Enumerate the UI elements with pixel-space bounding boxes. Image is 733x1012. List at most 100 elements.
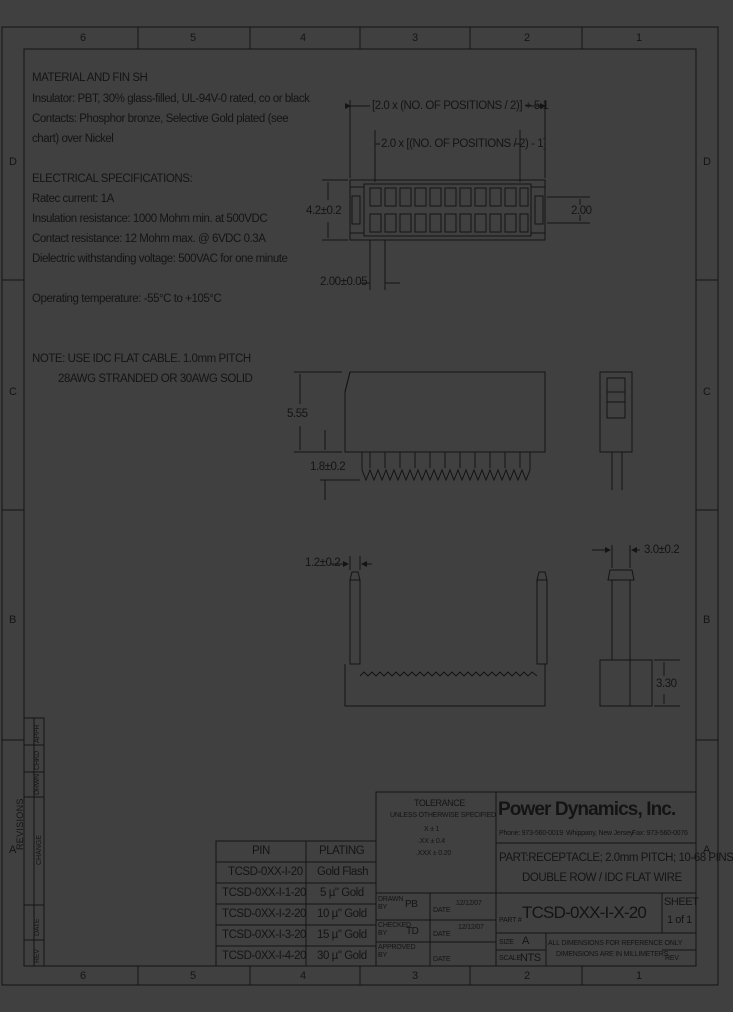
- part-description: PART:RECEPTACLE; 2.0mm PITCH; 10-68 PINS: [499, 852, 733, 864]
- rev-label: REV: [665, 955, 679, 962]
- insulator-spec: Insulator: PBT, 30% glass-filled, UL-94V…: [32, 93, 310, 105]
- insulation-resistance: Insulation resistance: 1000 Mohm min. at…: [32, 213, 268, 225]
- zone-col-6-bottom: 6: [80, 970, 87, 982]
- units-note: DIMENSIONS ARE IN MILLIMETERS: [556, 951, 669, 958]
- zone-col-2-bottom: 2: [524, 970, 531, 982]
- title-block-grid: [375, 791, 697, 967]
- plating-row-pin: TCSD-0XX-I-3-20: [222, 929, 306, 941]
- material-heading: MATERIAL AND FIN SH: [32, 72, 148, 84]
- plating-row-pin: TCSD-0XX-I-20: [228, 866, 303, 878]
- company-fax: Fax: 973-560-0076: [632, 830, 688, 837]
- tolerance-x: X ± 1: [424, 826, 440, 833]
- plating-row-value: 5 µ" Gold: [320, 887, 364, 899]
- zone-col-4-bottom: 4: [300, 970, 307, 982]
- dim-height-top: 4.2±0.2: [306, 205, 342, 217]
- part-number-label: PART #: [499, 917, 522, 924]
- plating-row-pin: TCSD-0XX-I-2-20: [222, 908, 306, 920]
- side-view: [599, 371, 633, 490]
- zone-row-b: B: [9, 614, 17, 626]
- plating-row-pin: TCSD-0XX-I-1-20: [222, 887, 306, 899]
- rev-col-drwn: DRWN: [34, 774, 41, 795]
- checked-date: 12/12/07: [458, 924, 484, 931]
- size-value: A: [522, 935, 529, 947]
- zone-row-a: A: [9, 844, 17, 856]
- zone-col-1-bottom: 1: [636, 970, 643, 982]
- zone-col-6: 6: [80, 32, 87, 44]
- cable-side-view: [592, 545, 680, 707]
- cable-note: NOTE: USE IDC FLAT CABLE. 1.0mm PITCH: [32, 353, 251, 365]
- cable-note-cont: 28AWG STRANDED OR 30AWG SOLID: [58, 373, 253, 385]
- sheet-label: SHEET: [664, 896, 699, 908]
- contact-resistance: Contact resistance: 12 Mohm max. @ 6VDC …: [32, 233, 266, 245]
- scale-value: NTS: [520, 952, 541, 964]
- tolerance-xxx: .XXX ± 0.20: [416, 850, 452, 857]
- plating-table-grid: [215, 840, 377, 967]
- zone-row-d-right: D: [703, 156, 711, 168]
- plating-row-pin: TCSD-0XX-I-4-20: [222, 950, 306, 962]
- rev-col-chkd: CHKD: [34, 750, 41, 770]
- zone-col-3: 3: [412, 32, 419, 44]
- zone-col-1: 1: [636, 32, 643, 44]
- revisions-change: CHANGE: [36, 835, 43, 865]
- company-location: Whippany, New Jersey: [566, 830, 634, 837]
- checked-label: CHECKED BY: [378, 922, 411, 937]
- contacts-spec: Contacts: Phosphor bronze, Selective Gol…: [32, 113, 289, 125]
- plating-row-value: 15 µ" Gold: [317, 929, 367, 941]
- top-view: [322, 100, 590, 290]
- dim-pin-pitch: 2.00±0.05: [320, 276, 368, 288]
- dim-side-width: 3.0±0.2: [644, 544, 680, 556]
- part-number: TCSD-0XX-I-X-20: [522, 903, 647, 922]
- cable-view: [330, 556, 548, 707]
- dim-latch-width: 1.2±0.2: [305, 557, 341, 569]
- checked-date-label: DATE: [433, 931, 451, 938]
- plating-row-value: 30 µ" Gold: [317, 950, 367, 962]
- tolerance-subtitle: UNLESS OTHERWISE SPECIFIED: [390, 812, 496, 819]
- zone-row-b-right: B: [703, 614, 711, 626]
- revisions-box: [23, 717, 45, 967]
- zone-row-c: C: [9, 386, 17, 398]
- tolerance-xx: .XX ± 0.4: [418, 838, 445, 845]
- dim-cover-height: 3.30: [656, 678, 677, 690]
- pin-cells: [369, 187, 529, 233]
- revisions-title: REVISIONS: [15, 798, 25, 850]
- tolerance-title: TOLERANCE: [414, 798, 465, 808]
- zone-col-3-bottom: 3: [412, 970, 419, 982]
- contacts-spec-cont: chart) over Nickel: [32, 133, 114, 145]
- zone-row-d: D: [9, 156, 17, 168]
- zone-row-c-right: C: [703, 386, 711, 398]
- zone-col-2: 2: [524, 32, 531, 44]
- sheet-value: 1 of 1: [667, 914, 692, 926]
- drawn-label: DRAWN BY: [378, 896, 404, 911]
- approved-label: APPROVED BY: [378, 944, 416, 959]
- electrical-heading: ELECTRICAL SPECIFICATIONS:: [32, 173, 193, 185]
- zone-row-a-right: A: [703, 844, 711, 856]
- size-label: SIZE: [499, 939, 514, 946]
- part-description-cont: DOUBLE ROW / IDC FLAT WIRE: [522, 872, 682, 884]
- operating-temperature: Operating temperature: -55°C to +105°C: [32, 293, 222, 305]
- zone-col-5: 5: [190, 32, 197, 44]
- zone-ticks: [2, 27, 718, 985]
- dim-overall-width: [2.0 x (NO. OF POSITIONS / 2)] + 5.1: [372, 100, 549, 112]
- drawn-by: PB: [405, 899, 418, 910]
- drawn-date-label: DATE: [433, 907, 451, 914]
- plating-header-pin: PIN: [252, 845, 270, 857]
- dielectric-voltage: Dielectric withstanding voltage: 500VAC …: [32, 253, 288, 265]
- plating-row-value: 10 µ" Gold: [317, 908, 367, 920]
- checked-by: TD: [406, 926, 419, 937]
- dim-row-pitch: 2.00: [571, 205, 592, 217]
- plating-row-value: Gold Flash: [317, 866, 369, 878]
- company-name: Power Dynamics, Inc.: [498, 799, 676, 820]
- plating-header-plating: PLATING: [319, 845, 365, 857]
- dim-tail-length: 1.8±0.2: [310, 461, 346, 473]
- front-view: [294, 371, 546, 500]
- drawn-date: 12/12/07: [456, 900, 482, 907]
- dim-body-height: 5.55: [287, 408, 308, 420]
- rated-current: Ratec current: 1A: [32, 193, 114, 205]
- reference-note: ALL DIMENSIONS FOR REFERENCE ONLY: [548, 940, 683, 947]
- zone-col-4: 4: [300, 32, 307, 44]
- rev-col-date: DATE: [34, 918, 41, 936]
- scale-label: SCALE: [499, 955, 521, 962]
- rev-col-appr: APPR: [34, 724, 41, 743]
- company-phone: Phone: 973-560-0019: [499, 830, 563, 837]
